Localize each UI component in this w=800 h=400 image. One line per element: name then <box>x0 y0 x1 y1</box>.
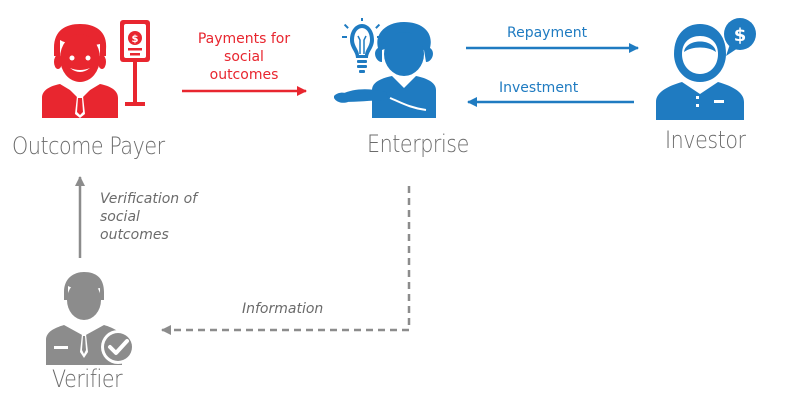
information-label: Information <box>242 301 324 317</box>
businessman-with-contract-icon: $ <box>42 20 150 118</box>
person-with-lightbulb-icon <box>334 18 436 118</box>
payments-label-line-3: outcomes <box>209 67 279 83</box>
investor-dollar-glyph: $ <box>734 25 747 46</box>
investor-label: Investor <box>665 126 746 154</box>
investor-with-dollar-bubble-icon: $ <box>656 18 756 120</box>
outcome-payer-label: Outcome Payer <box>12 132 165 160</box>
verifier-with-check-badge-icon <box>46 272 135 365</box>
enterprise-label: Enterprise <box>367 130 469 158</box>
verification-label-line-1: Verification of <box>100 191 198 207</box>
verification-label-line-2: social <box>100 209 140 225</box>
verification-label-line-3: outcomes <box>100 227 169 243</box>
payments-label-line-2: social <box>224 49 264 65</box>
investment-label: Investment <box>499 80 579 96</box>
verification-label: Verification of social outcomes <box>100 190 197 244</box>
payments-label: Payments for social outcomes <box>184 30 304 84</box>
contract-dollar-glyph: $ <box>132 34 139 45</box>
repayment-label: Repayment <box>507 25 588 41</box>
payments-label-line-1: Payments for <box>197 31 291 47</box>
information-arrow <box>161 186 411 335</box>
verifier-label: Verifier <box>52 365 123 393</box>
